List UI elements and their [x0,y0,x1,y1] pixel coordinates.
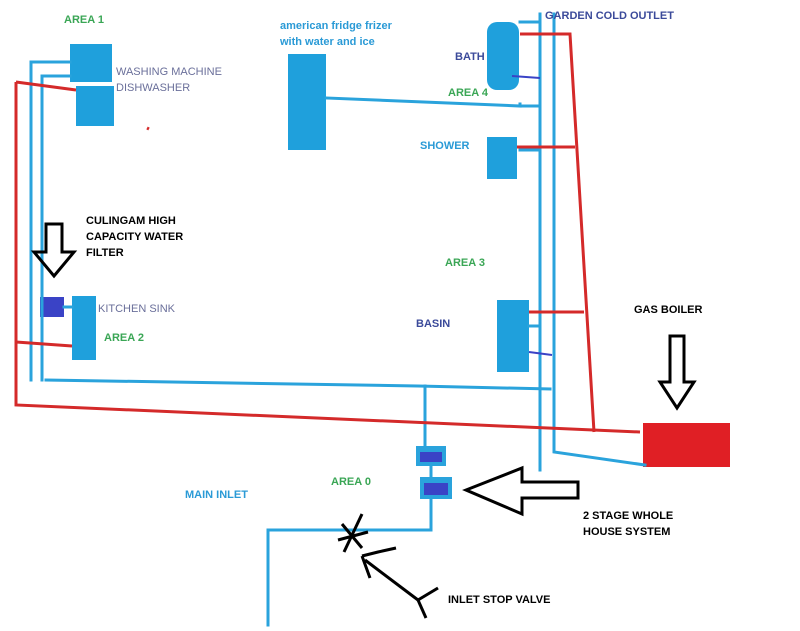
area-4-label: AREA 4 [448,87,488,99]
basin-unit [497,300,529,372]
garden-outlet-label: GARDEN COLD OUTLET [545,10,674,22]
fridge-label-line1: american fridge frizer [280,20,392,32]
stop-valve-label: INLET STOP VALVE [448,594,551,606]
whole-house-label-line2: HOUSE SYSTEM [583,526,671,538]
dishwasher-label: DISHWASHER [116,82,191,94]
gas-boiler-label: GAS BOILER [634,304,703,316]
area-1-label: AREA 1 [64,14,104,26]
whole-house-label-line1: 2 STAGE WHOLE [583,510,674,522]
washing-machine-unit [70,44,112,82]
kitchen-filter [40,297,64,317]
whole-house-filter-stage-1-core [420,452,442,462]
filter-label-line2: CAPACITY WATER [86,231,184,243]
gas-boiler-unit [643,423,730,467]
area-0-label: AREA 0 [331,476,371,488]
dishwasher-unit [76,86,114,126]
area-3-label: AREA 3 [445,257,485,269]
stop-valve-arrow [360,546,439,619]
main-inlet-label: MAIN INLET [185,489,248,501]
bath-label: BATH [455,51,485,63]
basin-label: BASIN [416,318,451,330]
bath-unit [487,22,519,90]
shower-label: SHOWER [420,140,470,152]
kitchen-sink-unit [72,296,96,360]
fridge-unit [288,54,326,150]
shower-unit [487,137,517,179]
hot-water-pipes [14,32,641,434]
filter-label-line3: FILTER [86,247,124,259]
stop-valve-star [337,513,369,553]
boiler-down-arrow [657,334,697,411]
cold-water-pipes [29,12,647,627]
filter-down-arrow [30,222,78,279]
whole-house-filter-stage-2-core [424,483,448,495]
washing-machine-label: WASHING MACHINE [116,66,222,78]
filter-label-line1: CULINGAM HIGH [86,215,176,227]
area-2-label: AREA 2 [104,332,144,344]
fridge-label-line2: with water and ice [280,36,375,48]
kitchen-sink-label: KITCHEN SINK [98,303,176,315]
whole-house-left-arrow [462,465,580,517]
return-pipes [511,75,553,356]
